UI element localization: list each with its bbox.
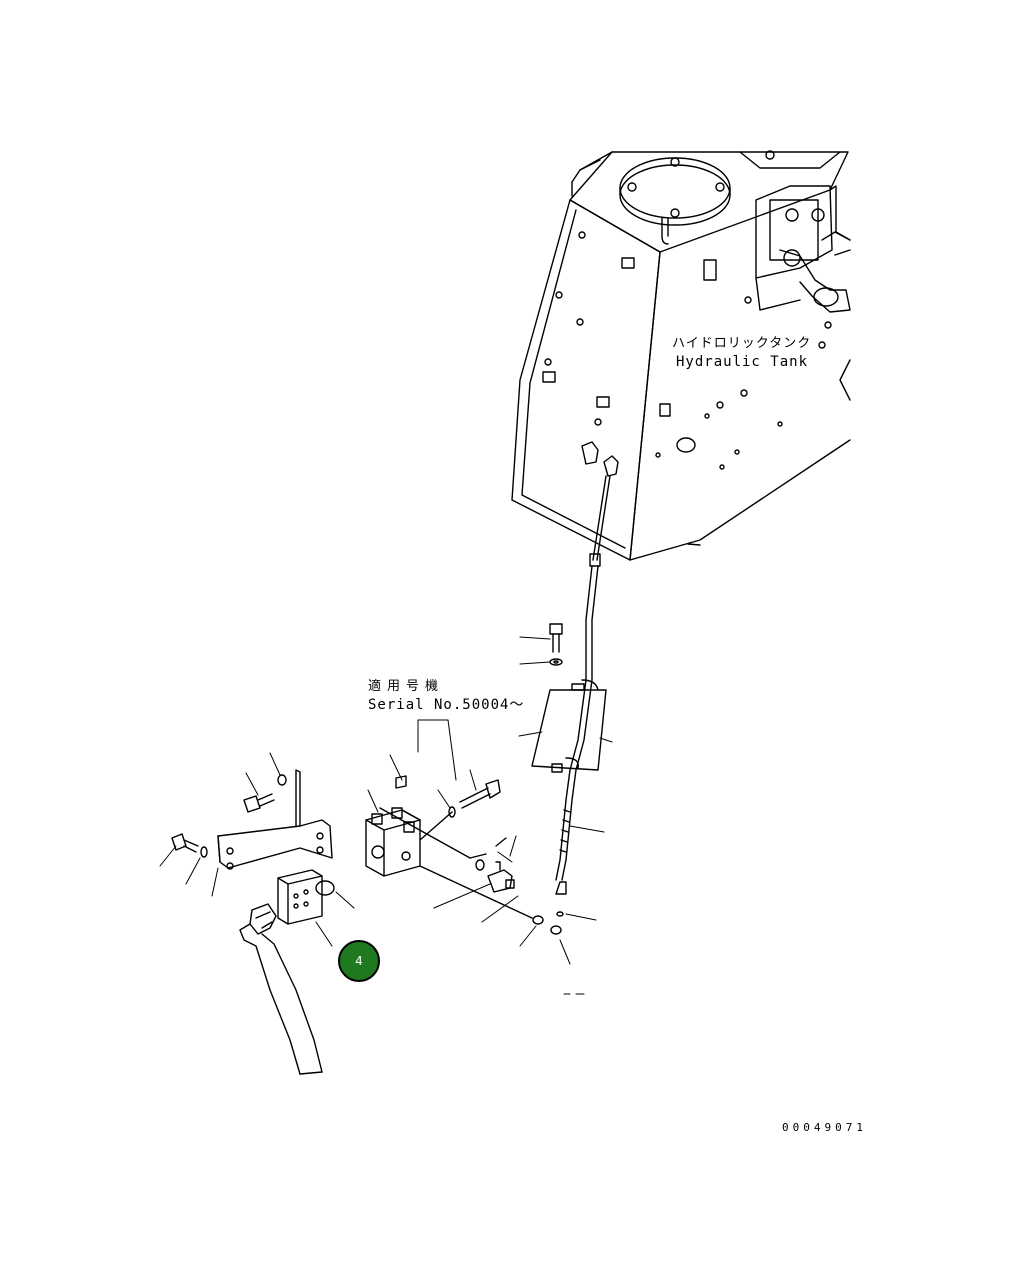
- drawing-number: 00049071: [782, 1121, 867, 1134]
- callout-marker[interactable]: 4: [338, 940, 380, 982]
- tank-label-japanese: ハイドロリックタンク: [672, 336, 812, 351]
- hydraulic-tank: [512, 151, 850, 560]
- serial-label-japanese: 適用号機: [368, 679, 445, 694]
- tank-hose: [532, 476, 610, 894]
- leader-lines: [160, 637, 612, 994]
- valve-assembly: [172, 770, 563, 1074]
- serial-label-english: Serial No.50004～: [368, 697, 525, 713]
- tank-label-english: Hydraulic Tank: [676, 354, 809, 370]
